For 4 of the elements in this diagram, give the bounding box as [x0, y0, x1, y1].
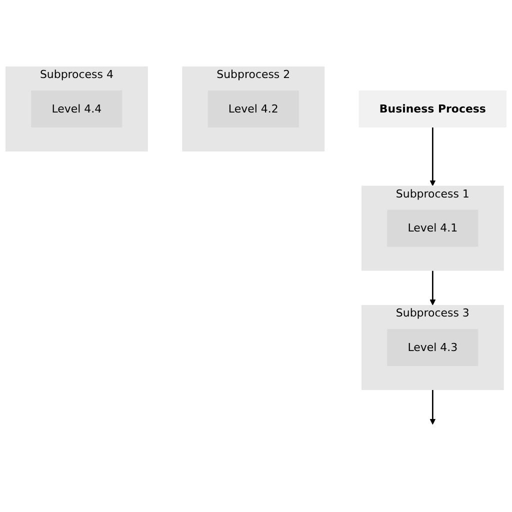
arrow	[430, 128, 436, 186]
node-box: Business Process	[358, 90, 506, 128]
arrow	[430, 390, 436, 425]
arrow	[430, 271, 436, 306]
